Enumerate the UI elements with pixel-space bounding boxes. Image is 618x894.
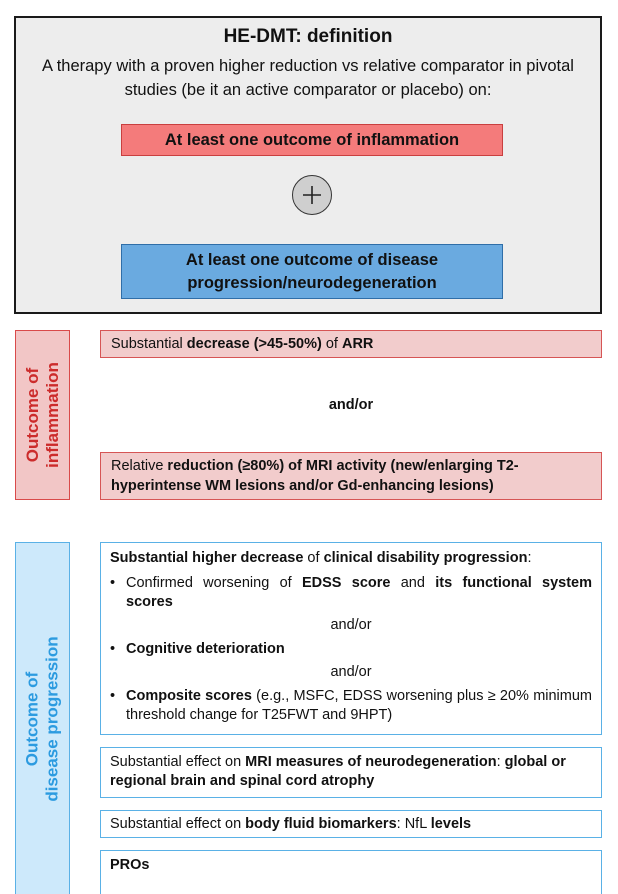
neuro-text-mid: : — [496, 754, 505, 770]
clinical-disability-box: Substantial higher decrease of clinical … — [100, 542, 602, 735]
body-fluid-biomarkers-box: Substantial effect on body fluid biomark… — [100, 810, 602, 838]
progression-label-line2: disease progression — [42, 635, 62, 802]
pros-text: PROs — [110, 857, 150, 873]
edss-text-pre: Confirmed worsening of — [126, 575, 302, 591]
neurodegeneration-mri-box: Substantial effect on MRI measures of ne… — [100, 747, 602, 798]
arr-text-bold2: ARR — [341, 336, 374, 352]
composite-text-bold: Composite scores — [126, 688, 252, 704]
progression-banner-line2: progression/neurodegeneration — [187, 273, 437, 292]
bullet-icon: • — [110, 575, 116, 591]
fluid-text-bold1: body fluid biomarkers — [245, 815, 397, 832]
mri-activity-criterion-box: Relative reduction (≥80%) of MRI activit… — [100, 452, 602, 500]
and-or-connector: and/or — [328, 397, 374, 413]
inflammation-label-line1: Outcome of — [22, 367, 42, 463]
arr-criterion-box: Substantial decrease (>45-50%) of ARR — [100, 330, 602, 358]
progression-section-label: Outcome of disease progression — [15, 542, 70, 894]
arr-text-mid: of — [321, 336, 342, 352]
list-item: • Confirmed worsening of EDSS score and … — [110, 574, 592, 612]
progression-banner-line1: At least one outcome of disease — [185, 250, 439, 269]
neuro-text-pre: Substantial effect on — [110, 754, 246, 770]
progression-label-line1: Outcome of — [22, 671, 42, 766]
bullet-icon: • — [110, 688, 116, 704]
inflammation-outcome-banner: At least one outcome of inflammation — [121, 124, 503, 156]
edss-text-bold2: its functional system scores — [126, 575, 592, 610]
list-item: • Cognitive deterioration — [110, 640, 592, 659]
plus-icon — [292, 175, 332, 215]
neuro-text-bold2: global or regional brain and spinal cord… — [110, 754, 566, 789]
cognitive-text: Cognitive deterioration — [126, 641, 285, 657]
fluid-text-mid: : NfL — [396, 815, 431, 832]
pros-box: PROs — [100, 850, 602, 894]
progression-outcome-banner: At least one outcome of disease progress… — [121, 244, 503, 299]
and-or-connector: and/or — [330, 617, 372, 633]
fluid-text-bold2: levels — [430, 815, 472, 832]
inflammation-section-label: Outcome of inflammation — [15, 330, 70, 500]
inflammation-label-line2: inflammation — [42, 362, 62, 468]
edss-text-mid: and — [390, 575, 436, 591]
arr-text-bold: decrease (>45-50%) — [186, 336, 322, 352]
mri-text-bold: reduction (≥80%) of MRI activity (new/en… — [111, 458, 519, 494]
clinical-heading-bold2: clinical disability progression — [323, 550, 528, 566]
clinical-heading: Substantial higher decrease of clinical … — [110, 549, 592, 568]
arr-text-pre: Substantial — [111, 336, 187, 352]
composite-text-rest: (e.g., MSFC, EDSS worsening plus ≥ 20% m… — [126, 688, 593, 723]
plus-glyph — [303, 186, 321, 204]
bullet-icon: • — [110, 641, 116, 657]
definition-title: HE-DMT: definition — [223, 26, 393, 47]
definition-text: A therapy with a proven higher reduction… — [42, 57, 574, 99]
edss-text-bold1: EDSS score — [301, 575, 391, 591]
neuro-text-bold1: MRI measures of neurodegeneration — [245, 754, 497, 770]
list-item: • Composite scores (e.g., MSFC, EDSS wor… — [110, 687, 592, 725]
mri-text-pre: Relative — [111, 458, 168, 474]
clinical-heading-end: : — [527, 550, 532, 566]
clinical-heading-bold1: Substantial higher decrease — [110, 550, 304, 566]
clinical-heading-mid: of — [303, 550, 324, 566]
and-or-connector: and/or — [330, 664, 372, 680]
fluid-text-pre: Substantial effect on — [110, 815, 246, 832]
